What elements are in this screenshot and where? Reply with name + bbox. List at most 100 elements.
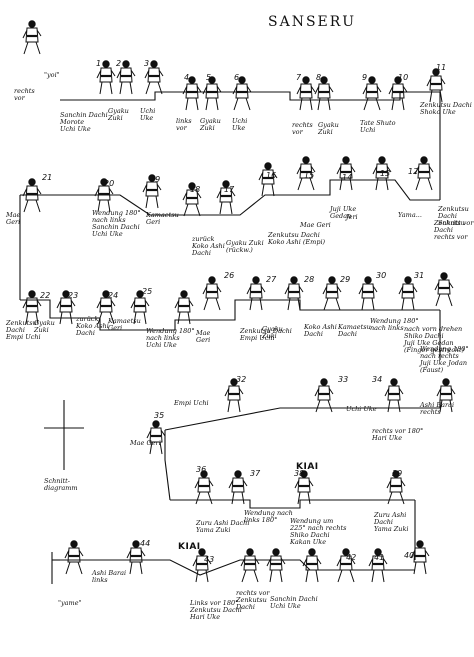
- move-label-7: Uchi Uke: [232, 117, 248, 132]
- step-number-15: 15: [304, 171, 315, 180]
- step-number-6: 6: [234, 73, 240, 82]
- move-label-22: Wendung 180° nach links Sanchin Dachi Uc…: [92, 209, 141, 238]
- step-number-12: 12: [408, 167, 419, 176]
- step-number-30: 30: [376, 271, 387, 280]
- karate-figure-7: [232, 76, 252, 111]
- karate-figure-22: [22, 178, 42, 213]
- karate-figure-8: [296, 76, 316, 111]
- karate-figure-39: [146, 420, 166, 455]
- step-number-32: 32: [236, 375, 247, 384]
- move-label-9: Gyaku Zuki: [318, 121, 339, 136]
- karate-figure-45: [368, 548, 388, 583]
- move-label-1: rechts vor: [14, 87, 35, 102]
- karate-figure-14: [372, 156, 392, 191]
- move-label-15: Jeri: [346, 213, 358, 221]
- move-label-25: Gyaku Zuki: [34, 319, 55, 334]
- step-number-1: 1: [96, 59, 102, 68]
- step-number-20: 20: [104, 179, 115, 188]
- move-label-19: Gyaku Zuki (rückw.): [226, 239, 264, 254]
- karate-figure-10: [362, 76, 382, 111]
- karate-figure-29: [246, 276, 266, 311]
- step-number-4: 4: [184, 73, 190, 82]
- karate-figure-48: [266, 548, 286, 583]
- step-number-44: 44: [140, 539, 151, 548]
- step-number-41: 41: [374, 553, 385, 562]
- step-number-7: 7: [296, 73, 302, 82]
- step-number-10: 10: [398, 73, 409, 82]
- karate-figure-46: [336, 548, 356, 583]
- step-number-40: 40: [404, 551, 415, 560]
- move-label-24: Zenkutsu Dachi Empi Uchi: [6, 319, 41, 341]
- karate-figure-1: [22, 20, 42, 55]
- end-label: "yame": [58, 599, 82, 607]
- karate-figure-13: [414, 156, 434, 191]
- move-label-16: Juji Uke Gedan: [330, 205, 357, 220]
- legend-label: Schnitt- diagramm: [44, 477, 78, 492]
- karate-figure-21: [94, 178, 114, 213]
- move-label-12: Zenkutsu Dachi Schritt vor: [438, 205, 474, 227]
- move-label-27: Kamaetsu Geri: [108, 317, 141, 332]
- step-number-22: 22: [40, 291, 51, 300]
- move-label-39: Uchi Uke: [346, 405, 377, 413]
- move-label-6: Gyaku Zuki: [200, 117, 221, 132]
- karate-figure-19: [182, 182, 202, 217]
- move-label-28: Wendung 180° nach links Uchi Uke: [146, 327, 195, 349]
- karate-figure-5: [182, 76, 202, 111]
- move-label-8: rechts vor: [292, 121, 313, 136]
- karate-figure-25: [96, 290, 116, 325]
- step-number-35: 35: [154, 411, 165, 420]
- move-label-36: Wendung 180° nach rechts Juji Uke Jodan …: [420, 345, 469, 374]
- karate-figure-43: [386, 470, 406, 505]
- karate-figure-17: [258, 162, 278, 197]
- move-label-17: Mae Geri: [300, 221, 331, 229]
- karate-figure-37: [314, 378, 334, 413]
- move-label-13: Zenkutsu Dachi rechts vor: [434, 219, 468, 241]
- karate-figure-20: [142, 174, 162, 209]
- karate-figure-15: [336, 156, 356, 191]
- step-number-23: 23: [68, 291, 79, 300]
- move-label-20: zurück Koko Ashi Dachi: [192, 235, 225, 257]
- move-label-5: links vor: [176, 117, 192, 132]
- kiai-label-2: KIAI: [178, 542, 201, 552]
- step-number-43: 43: [204, 555, 215, 564]
- karate-figure-24: [56, 290, 76, 325]
- step-number-29: 29: [340, 275, 351, 284]
- step-number-31: 31: [414, 271, 425, 280]
- karate-figure-41: [228, 470, 248, 505]
- step-number-21: 21: [42, 173, 53, 182]
- karate-figure-49: [240, 548, 260, 583]
- move-label-46: Ashi Barai links: [92, 569, 127, 584]
- step-number-9: 9: [362, 73, 368, 82]
- move-label-34: Wendung 180° nach links: [370, 317, 419, 332]
- karate-figure-42: [294, 470, 314, 505]
- move-label-45: Zuru Ashi Dachi Yama Zuki: [374, 511, 409, 533]
- page-title: SANSERU: [268, 14, 357, 30]
- start-label: "yoi": [44, 71, 60, 79]
- move-label-30: Zenkutsu Dachi Empi Uchi: [240, 327, 292, 342]
- move-label-47: Links vor 180° Zenkutsu Dachi Hari Uke: [190, 599, 242, 621]
- move-label-33: Kamaetsu Dachi: [338, 323, 371, 338]
- karate-figure-34: [434, 272, 454, 307]
- move-label-42: Zuru Ashi Dachi Yama Zuki: [196, 519, 250, 534]
- move-label-26: zurück Koko Ashi Dachi: [76, 315, 109, 337]
- karate-figure-4: [144, 60, 164, 95]
- move-label-35: nach vorn drehen Shiko Dachi Juji Uke Ge…: [404, 325, 465, 354]
- karate-figure-38: [224, 378, 244, 413]
- move-label-21: Kamaetsu Geri: [146, 211, 179, 226]
- step-number-26: 26: [224, 271, 235, 280]
- step-number-18: 18: [190, 185, 201, 194]
- step-number-25: 25: [142, 287, 153, 296]
- move-label-48: rechts vor Zenkutsu Dachi: [236, 589, 270, 611]
- step-number-14: 14: [342, 173, 353, 182]
- move-label-31: Gyaku Zuki: [262, 325, 283, 340]
- step-number-36: 36: [196, 465, 207, 474]
- step-number-3: 3: [144, 59, 150, 68]
- step-number-19: 19: [150, 175, 161, 184]
- karate-figure-23: [22, 290, 42, 325]
- move-label-41: Ashi Barai rechts: [420, 401, 455, 416]
- move-label-3: Gyaku Zuki: [108, 107, 129, 122]
- move-label-29: Mae Geri: [196, 329, 211, 344]
- move-label-18: Zenkutsu Dachi Koko Ashi (Empi): [268, 231, 326, 246]
- move-label-44: Wendung um 225° nach rechts Shiko Dachi …: [290, 517, 347, 546]
